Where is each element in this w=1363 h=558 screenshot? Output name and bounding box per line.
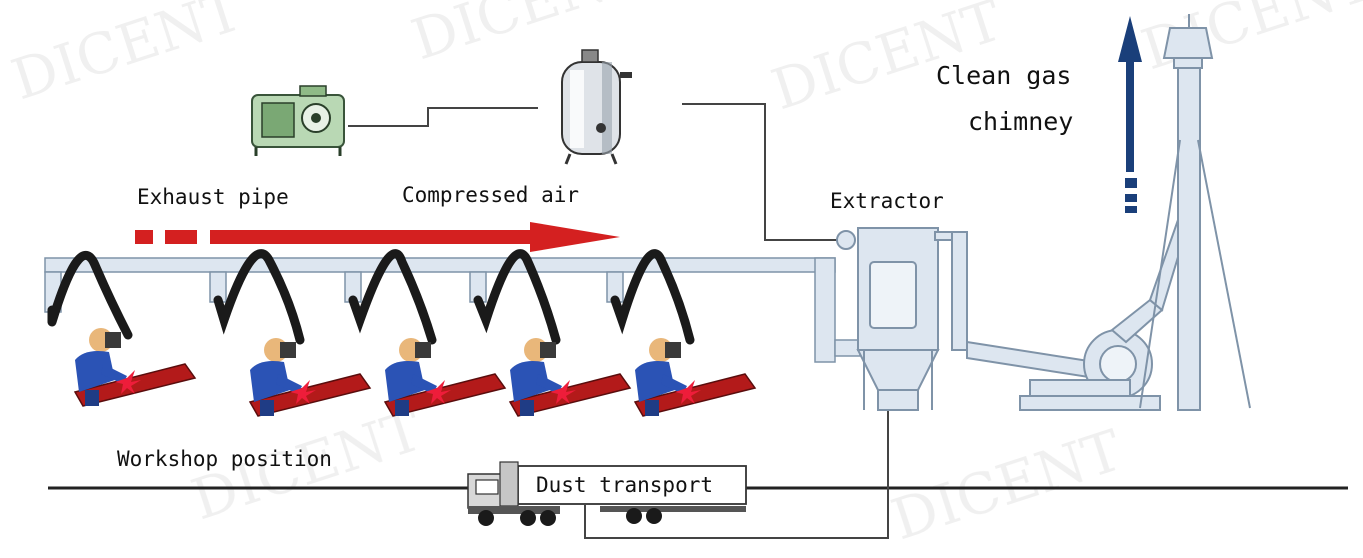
- label-exhaust-pipe: Exhaust pipe: [137, 185, 289, 209]
- exhaust-flow-arrow: [135, 222, 620, 252]
- label-workshop-position: Workshop position: [117, 447, 332, 471]
- dust-discharge-line: [584, 410, 889, 539]
- fume-extraction-arm: [47, 249, 695, 345]
- label-clean-gas: Clean gas: [936, 61, 1071, 90]
- air-tank-icon: [561, 49, 632, 165]
- air-compressor-icon: [251, 85, 345, 156]
- label-extractor: Extractor: [830, 189, 944, 213]
- label-chimney: chimney: [968, 107, 1073, 136]
- watermark: DICENT: [404, 0, 650, 73]
- air-line-to-extractor: [682, 103, 838, 241]
- air-line: [348, 107, 538, 127]
- label-compressed-air: Compressed air: [402, 183, 579, 207]
- dust-extractor-icon: [836, 227, 968, 411]
- watermark: DICENT: [884, 418, 1130, 553]
- label-dust-transport: Dust transport: [536, 473, 713, 497]
- welder-icon: [633, 338, 757, 417]
- truck-icon: [467, 461, 747, 526]
- welder-icon: [508, 338, 632, 417]
- welder-icon: [383, 338, 507, 417]
- welder-icon: [73, 328, 197, 407]
- clean-gas-arrow: [1118, 16, 1142, 213]
- fan-duct: [966, 340, 1096, 380]
- welder-icon: [248, 338, 372, 417]
- exhaust-duct: [44, 257, 861, 363]
- chimney-icon: [1139, 14, 1251, 411]
- watermark: DICENT: [4, 0, 250, 113]
